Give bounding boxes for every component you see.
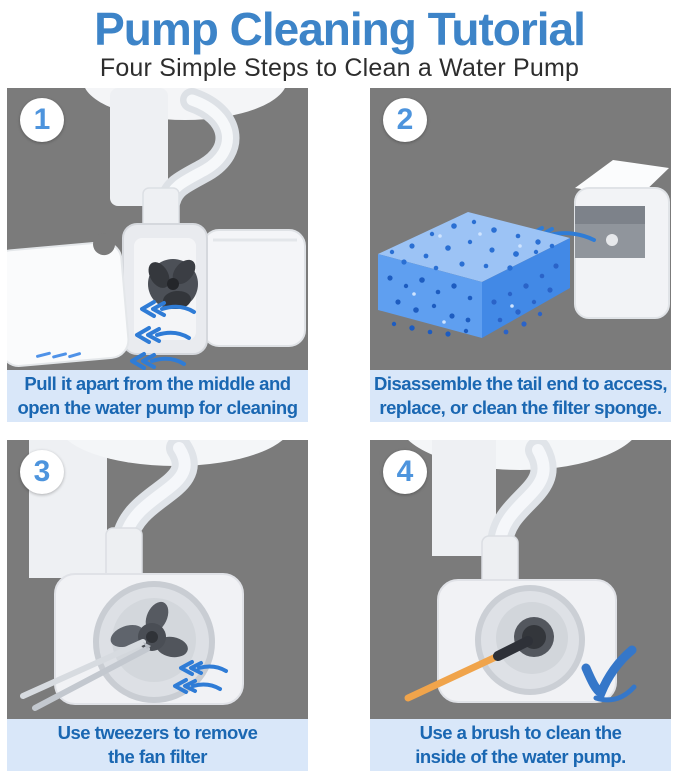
pump-back-housing: [202, 229, 306, 347]
filter-sponge: [378, 212, 570, 338]
caption-line: Disassemble the tail end to access,: [373, 373, 668, 394]
caption-line: Use a brush to clean the: [419, 722, 622, 743]
brush-cleaning-illustration: [404, 440, 637, 703]
page-subtitle: Four Simple Steps to Clean a Water Pump: [99, 54, 580, 82]
cleaning-brush: [404, 636, 533, 702]
step-panel-2: 2: [370, 88, 671, 422]
sponge-pores-side: [491, 263, 559, 335]
caption-line: replace, or clean the filter sponge.: [379, 397, 662, 418]
pump-pulled-apart-illustration: [7, 88, 306, 370]
tutorial-header: Pump Cleaning Tutorial Four Simple Steps…: [0, 0, 679, 88]
fountain-top: [408, 440, 632, 589]
page-title: Pump Cleaning Tutorial: [94, 3, 586, 55]
step-badge: 4: [383, 450, 427, 494]
sponge-pores-front: [387, 275, 473, 337]
tweezers-cleaning-illustration: [20, 440, 283, 711]
step-number: 4: [396, 455, 414, 488]
step-2-caption: Disassemble the tail end to access, repl…: [370, 370, 671, 422]
step-1-caption: Pull it apart from the middle and open t…: [7, 370, 308, 422]
caption-line: the fan filter: [108, 746, 207, 767]
front-cover-cube: [7, 233, 130, 367]
fountain-top: [85, 88, 285, 233]
tail-housing: [574, 160, 670, 319]
step-3-image: 3: [7, 440, 308, 719]
checkmark-icon: [581, 645, 637, 703]
caption-line: inside of the water pump.: [415, 746, 626, 767]
step-badge: 1: [20, 98, 64, 142]
step-number: 2: [396, 103, 414, 136]
pull-arrows-icon: [130, 300, 196, 370]
tweezers: [20, 639, 151, 711]
step-panel-3: 3: [7, 440, 308, 771]
step-2-image: 2: [370, 88, 671, 370]
caption-line: Pull it apart from the middle and: [24, 373, 291, 394]
steps-grid: 1: [0, 88, 679, 771]
step-panel-4: 4: [370, 440, 671, 771]
step-1-image: 1: [7, 88, 308, 370]
caption-line: open the water pump for cleaning: [17, 397, 298, 418]
step-badge: 2: [383, 98, 427, 142]
sponge-pores-top: [389, 219, 555, 271]
filter-sponge-illustration: [378, 160, 670, 338]
sponge-highlights: [412, 232, 522, 324]
fan-impeller: [110, 601, 188, 658]
step-panel-1: 1: [7, 88, 308, 422]
step-4-image: 4: [370, 440, 671, 719]
caption-line: Use tweezers to remove: [57, 722, 258, 743]
step-4-caption: Use a brush to clean the inside of the w…: [370, 719, 671, 771]
step-number: 3: [33, 455, 51, 488]
step-badge: 3: [20, 450, 64, 494]
step-number: 1: [33, 103, 51, 136]
fountain-top: [29, 440, 283, 585]
spin-arrows-icon: [173, 660, 228, 694]
step-3-caption: Use tweezers to remove the fan filter: [7, 719, 308, 771]
